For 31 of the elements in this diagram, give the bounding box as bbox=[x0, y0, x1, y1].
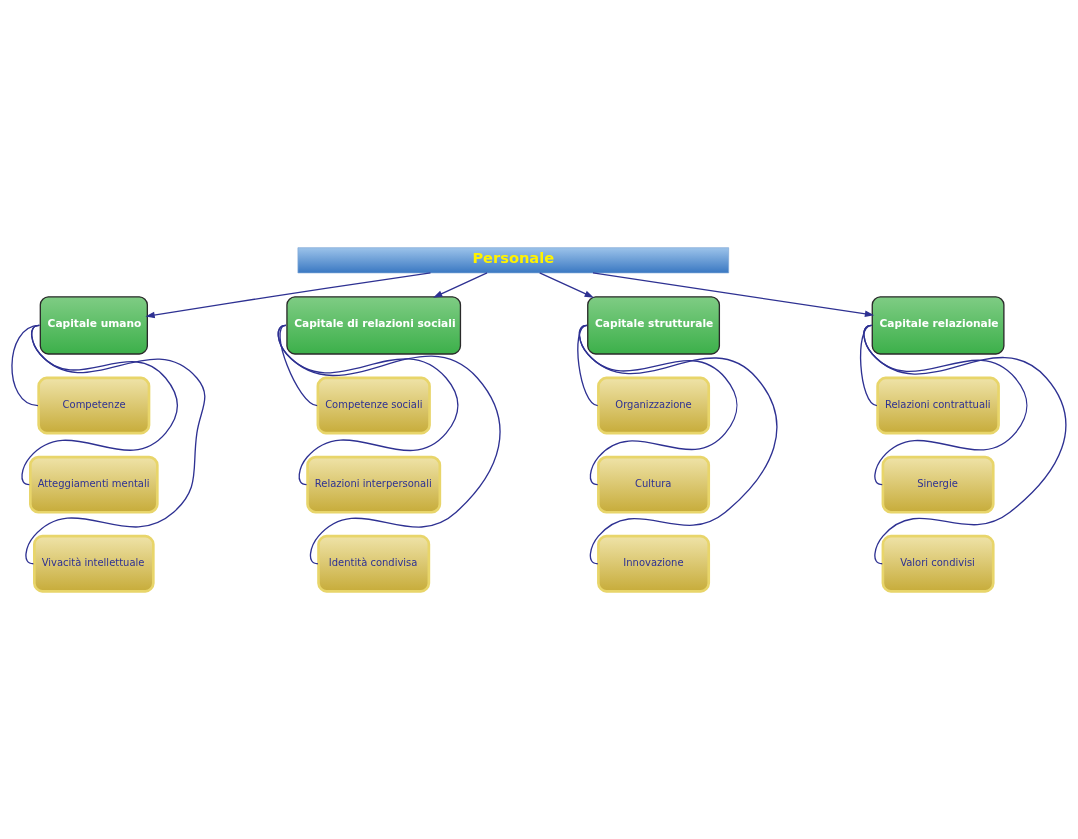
node-box: Personale bbox=[297, 247, 729, 274]
node-box: Cultura bbox=[597, 455, 711, 514]
node-box: Relazioni contrattuali bbox=[876, 376, 1000, 435]
node-box: Identità condivisa bbox=[317, 534, 431, 593]
node-box: Innovazione bbox=[597, 534, 711, 593]
arrow bbox=[145, 272, 432, 319]
node-box: Capitale relazionale bbox=[871, 296, 1005, 355]
connector bbox=[578, 324, 738, 486]
node-box: Competenze sociali bbox=[316, 376, 431, 435]
arrow bbox=[539, 272, 594, 298]
node-box: Vivacità intellettuale bbox=[33, 534, 155, 593]
node-box: Relazioni interpersonali bbox=[306, 455, 442, 514]
node-box: Capitale di relazioni sociali bbox=[286, 296, 462, 355]
connector bbox=[578, 324, 778, 565]
node-box: Valori condivisi bbox=[881, 534, 995, 593]
connector bbox=[279, 324, 318, 407]
connector bbox=[577, 324, 599, 407]
connector bbox=[863, 324, 1067, 565]
node-box: Capitale strutturale bbox=[587, 296, 721, 355]
node-box: Competenze bbox=[37, 376, 151, 435]
node-box: Atteggiamenti mentali bbox=[29, 455, 159, 514]
connector bbox=[277, 324, 459, 486]
connector bbox=[859, 324, 878, 407]
connector bbox=[25, 324, 206, 565]
node-box: Sinergie bbox=[881, 455, 995, 514]
node-box: Capitale umano bbox=[39, 296, 148, 355]
connector bbox=[277, 324, 501, 565]
arrow bbox=[433, 272, 488, 298]
arrow bbox=[592, 272, 875, 317]
connector bbox=[11, 324, 40, 407]
node-box: Organizzazione bbox=[597, 376, 711, 435]
